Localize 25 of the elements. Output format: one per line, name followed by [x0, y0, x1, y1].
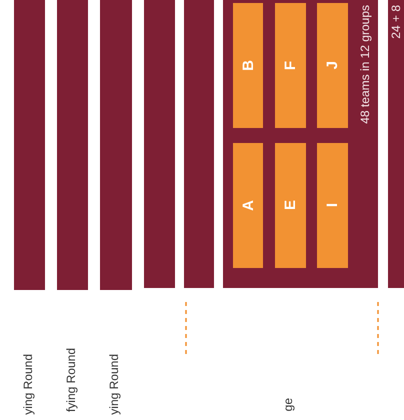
group-tile — [317, 143, 348, 268]
round-bar — [100, 0, 132, 290]
group-letter: F — [282, 60, 299, 70]
group-tile — [233, 3, 263, 128]
group-letter: A — [240, 200, 256, 211]
group-letter: J — [324, 61, 341, 70]
round-bar — [184, 0, 214, 288]
group-letter: E — [282, 200, 299, 210]
round-label: ying Round — [107, 354, 121, 415]
group-tile — [275, 143, 306, 268]
group-tile — [317, 3, 348, 128]
panel-caption: 48 teams in 12 groups — [358, 5, 372, 124]
round-label: ying Round — [21, 354, 35, 415]
round-label: fying Round — [64, 348, 78, 412]
stage-label: ge — [281, 398, 295, 412]
round-bar — [144, 0, 175, 288]
group-tile — [233, 143, 263, 268]
round-bar — [57, 0, 88, 290]
group-tile — [275, 3, 306, 128]
bar-caption: 24 + 8 — [389, 5, 403, 39]
group-stage-panel — [223, 0, 378, 288]
round-bar — [388, 0, 404, 288]
group-letter: B — [240, 60, 256, 71]
group-letter: I — [324, 203, 341, 208]
round-bar — [14, 0, 45, 290]
